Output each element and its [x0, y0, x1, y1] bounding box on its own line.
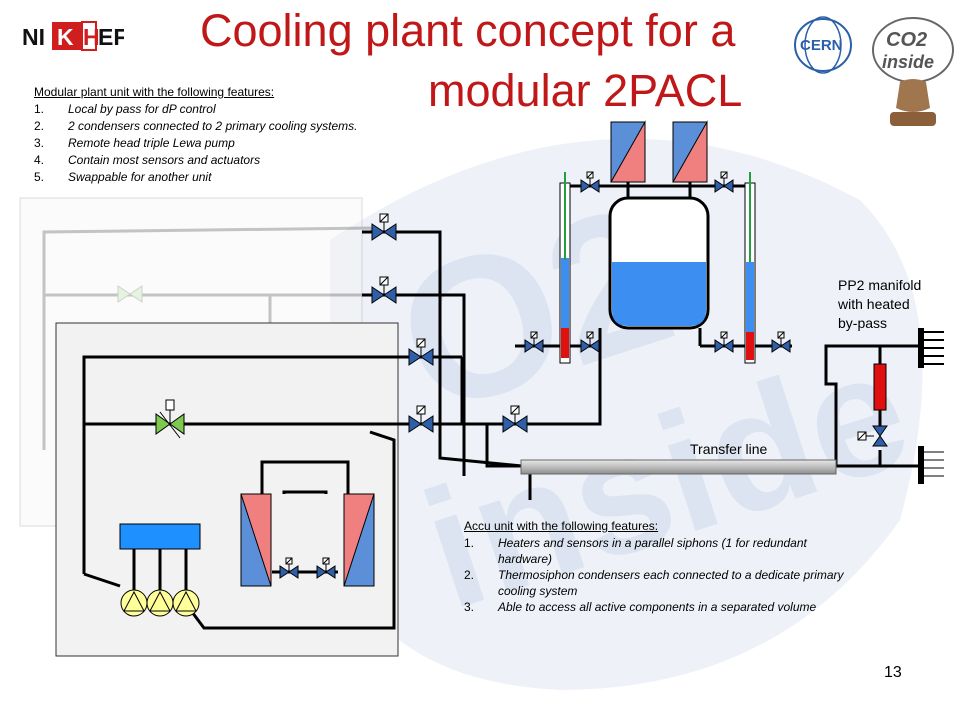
- valve-icon: [524, 331, 544, 353]
- list-item: 4.Contain most sensors and actuators: [34, 153, 261, 167]
- valve-icon: [580, 331, 600, 353]
- valve-icon: [580, 171, 600, 193]
- transfer-line-label: Transfer line: [690, 441, 768, 457]
- svg-text:H: H: [83, 24, 100, 50]
- svg-text:CERN: CERN: [800, 37, 843, 54]
- valve-icon: [872, 425, 888, 447]
- valve-icon: [371, 276, 397, 304]
- svg-text:inside: inside: [882, 52, 934, 72]
- svg-text:CO2: CO2: [886, 29, 927, 51]
- accu-condensers: [610, 120, 708, 183]
- valve-icon: [771, 331, 791, 353]
- valve-icon: [371, 213, 397, 241]
- pp2-manifold-label: PP2 manifold with heated by-pass: [838, 277, 922, 331]
- heater-icon: [873, 363, 887, 411]
- svg-text:K: K: [57, 24, 74, 50]
- svg-text:NI: NI: [22, 24, 45, 50]
- page-title-line-2: modular 2PACL: [428, 65, 743, 116]
- valve-icon: [408, 405, 434, 433]
- accu-unit-heading: Accu unit with the following features:: [464, 519, 659, 533]
- list-item: 5.Swappable for another unit: [34, 170, 212, 184]
- cern-logo-icon: CERN: [794, 16, 852, 74]
- modular-unit-front: [55, 322, 399, 657]
- modular-unit-heading: Modular plant unit with the following fe…: [34, 85, 275, 99]
- list-item: 3.Remote head triple Lewa pump: [34, 136, 235, 150]
- valve-icon: [502, 405, 528, 433]
- accu-siphons: [559, 172, 756, 364]
- list-item: 1.Local by pass for dP control: [34, 102, 216, 116]
- list-item: 1.Heaters and sensors in a parallel siph…: [464, 536, 807, 566]
- accu-unit-feature-list: 1.Heaters and sensors in a parallel siph…: [464, 535, 854, 615]
- pumps: [120, 589, 200, 617]
- modular-unit-feature-list: 1.Local by pass for dP control 2.2 conde…: [34, 101, 454, 186]
- pump-head: [119, 523, 201, 550]
- svg-text:EF: EF: [98, 24, 124, 50]
- valve-icon: [714, 171, 734, 193]
- nikhef-logo-icon: NI K H EF: [22, 21, 127, 51]
- page-number: 13: [884, 664, 902, 681]
- accumulator-vessel: [608, 196, 710, 330]
- pp2-manifold: [857, 328, 944, 484]
- list-item: 2.2 condensers connected to 2 primary co…: [34, 119, 358, 133]
- nikhef-logo: NI K H EF: [20, 18, 127, 54]
- list-item: 2.Thermosiphon condensers each connected…: [464, 568, 844, 598]
- modular-unit-features: Modular plant unit with the following fe…: [34, 84, 454, 186]
- cern-logo: CERN: [792, 14, 854, 76]
- modular-condensers: [240, 493, 375, 587]
- co2-inside-logo: CO2 inside: [870, 16, 956, 132]
- valve-icon: [408, 338, 434, 366]
- accu-unit-features: Accu unit with the following features: 1…: [464, 518, 854, 615]
- valve-icon: [714, 331, 734, 353]
- control-valve-icon: [155, 399, 185, 439]
- transfer-line: [520, 459, 837, 475]
- page-title-line-1: Cooling plant concept for a: [200, 5, 736, 56]
- co2-inside-logo-icon: CO2 inside: [872, 17, 954, 126]
- list-item: 3.Able to access all active components i…: [464, 600, 817, 614]
